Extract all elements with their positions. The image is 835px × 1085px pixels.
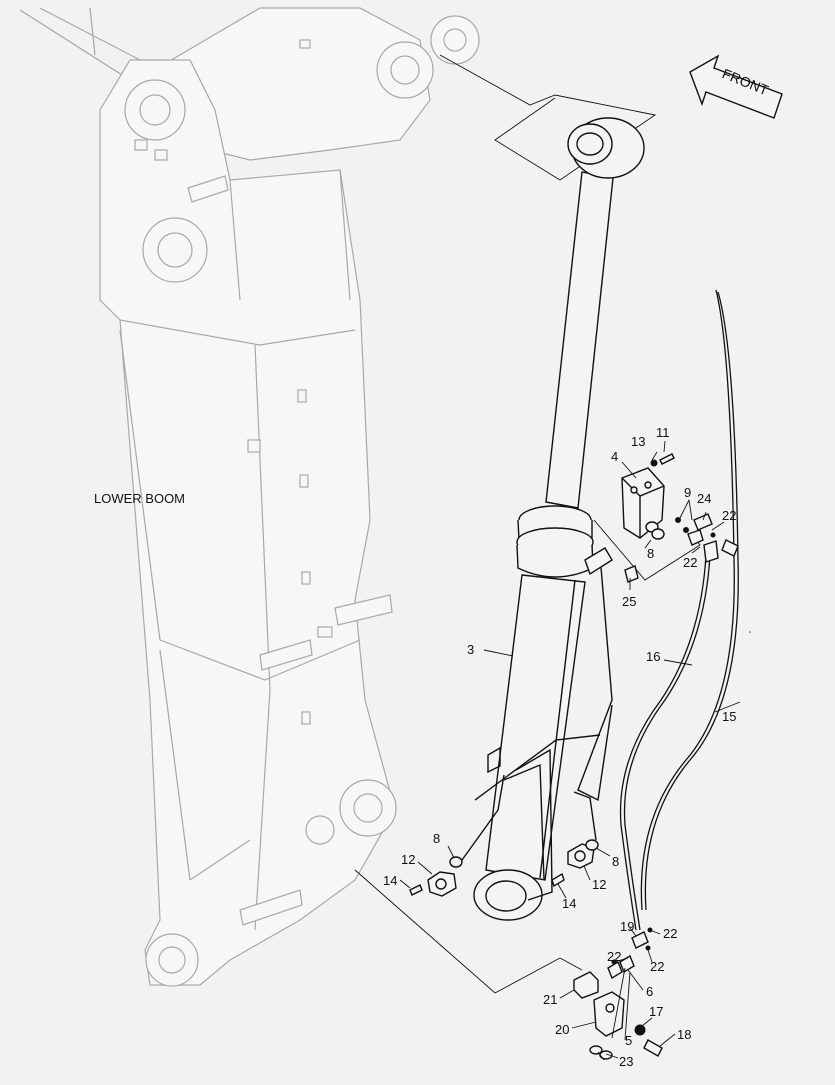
- callout-numbers: 3 4 5 6 8 8 8 9 11 12 12 13 14 14 15 16 …: [383, 425, 736, 1069]
- callout-4: 4: [611, 449, 618, 464]
- boom-cylinder: [439, 54, 657, 921]
- callout-11: 11: [656, 425, 670, 440]
- hoses: [619, 289, 739, 931]
- callout-16: 16: [646, 649, 660, 664]
- callout-17: 17: [649, 1004, 663, 1019]
- lower-boom: [19, 7, 480, 987]
- front-arrow: FRONT: [689, 54, 783, 119]
- callout-15: 15: [722, 709, 736, 724]
- callout-12-right: 12: [592, 877, 606, 892]
- callout-8-right: 8: [612, 854, 619, 869]
- callout-14-right: 14: [562, 896, 576, 911]
- callout-12-left: 12: [401, 852, 415, 867]
- callout-14-left: 14: [383, 873, 397, 888]
- callout-3: 3: [467, 642, 474, 657]
- callout-22-lower-right: 22: [663, 926, 677, 941]
- callout-22-lower-mid: 22: [650, 959, 664, 974]
- callout-19: 19: [620, 919, 634, 934]
- callout-8-upper: 8: [647, 546, 654, 561]
- callout-8-left: 8: [433, 831, 440, 846]
- callout-9: 9: [684, 485, 691, 500]
- callout-25: 25: [622, 594, 636, 609]
- lower-flange-right: [551, 791, 599, 888]
- callout-20: 20: [555, 1022, 569, 1037]
- lower-boom-label: LOWER BOOM: [94, 491, 185, 506]
- callout-21: 21: [543, 992, 557, 1007]
- lower-flange-left: [409, 856, 463, 897]
- callout-5: 5: [625, 1033, 632, 1048]
- callout-22-upper-right: 22: [722, 508, 736, 523]
- leader-lines: [399, 440, 741, 1061]
- callout-18: 18: [677, 1027, 691, 1042]
- callout-6: 6: [646, 984, 653, 999]
- callout-13: 13: [631, 434, 645, 449]
- callout-24: 24: [697, 491, 711, 506]
- callout-22-upper-left: 22: [683, 555, 697, 570]
- callout-22-lower-left: 22: [607, 949, 621, 964]
- callout-23: 23: [619, 1054, 633, 1069]
- upper-valve-assembly: [593, 453, 716, 583]
